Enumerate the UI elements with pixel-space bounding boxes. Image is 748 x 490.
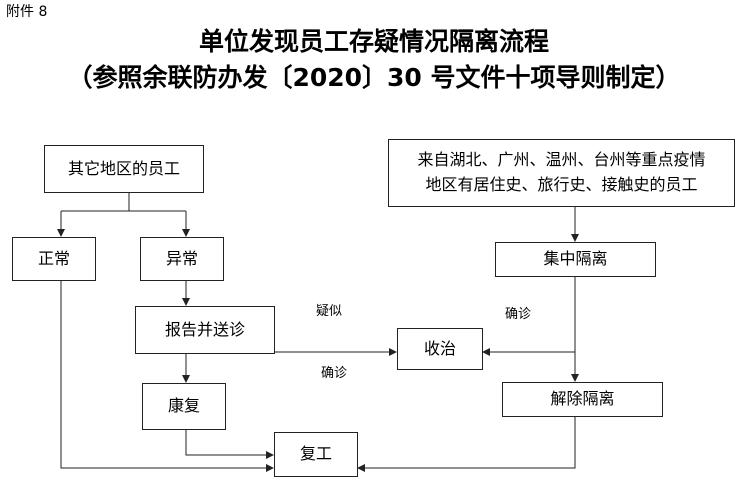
arrow-release-to-return: [357, 417, 576, 472]
arrow-recovery-to-return: [185, 430, 274, 459]
edge-label-confirmed-right: 确诊: [505, 307, 532, 322]
node-recovery: 康复: [142, 383, 226, 430]
node-release-isolation: 解除隔离: [502, 382, 663, 417]
node-normal: 正常: [12, 237, 96, 281]
attachment-label: 附件 8: [6, 4, 48, 20]
edge-label-suspected: 疑似: [316, 304, 343, 319]
node-admission: 收治: [397, 328, 483, 370]
key-region-staff-line1: 来自湖北、广州、温州、台州等重点疫情: [417, 150, 706, 170]
node-key-region-staff: 来自湖北、广州、温州、台州等重点疫情 地区有居住史、旅行史、接触史的员工: [388, 139, 735, 207]
node-return-to-work: 复工: [274, 432, 358, 477]
node-abnormal: 异常: [140, 237, 224, 281]
node-centralized-isolation: 集中隔离: [495, 242, 656, 277]
node-other-region-staff: 其它地区的员工: [44, 145, 204, 193]
page-subtitle: （参照余联防办发〔2020〕30 号文件十项导则制定）: [67, 63, 681, 92]
page-title: 单位发现员工存疑情况隔离流程: [198, 27, 549, 56]
edge-label-confirmed-left: 确诊: [321, 366, 348, 381]
key-region-staff-line2: 地区有居住史、旅行史、接触史的员工: [425, 175, 698, 194]
node-report-and-send: 报告并送诊: [135, 306, 275, 354]
arrow-normal-to-return: [60, 281, 274, 472]
